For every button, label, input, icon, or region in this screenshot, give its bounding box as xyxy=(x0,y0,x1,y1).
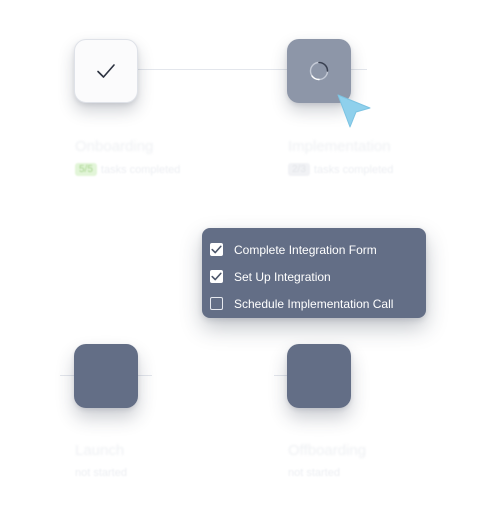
implementation-stage-meta: 2/3 tasks completed xyxy=(288,163,393,176)
onboarding-stage-meta: 5/5 tasks completed xyxy=(75,163,180,176)
connector-line xyxy=(138,375,152,376)
connector-line xyxy=(60,375,74,376)
launch-stage-title: Launch xyxy=(75,442,125,459)
launch-stage-meta: not started xyxy=(75,467,127,479)
tasks-status-text: tasks completed xyxy=(313,163,394,176)
implementation-tasks-popover: Complete Integration Form Set Up Integra… xyxy=(202,228,426,318)
offboarding-stage-tile[interactable] xyxy=(287,344,351,408)
mouse-cursor-icon xyxy=(337,94,371,128)
tasks-count-badge: 2/3 xyxy=(288,163,310,176)
checkbox-checked[interactable] xyxy=(210,243,223,256)
spinner-icon xyxy=(309,61,329,81)
checkbox-unchecked[interactable] xyxy=(210,297,223,310)
check-icon xyxy=(211,272,222,281)
onboarding-stage-title: Onboarding xyxy=(75,138,154,155)
task-label: Set Up Integration xyxy=(234,269,331,284)
implementation-stage-tile[interactable] xyxy=(287,39,351,103)
task-item[interactable]: Schedule Implementation Call xyxy=(210,290,426,317)
stage-status-text: not started xyxy=(288,467,340,479)
task-item[interactable]: Set Up Integration xyxy=(210,263,426,290)
implementation-stage-title: Implementation xyxy=(288,138,391,155)
launch-stage-tile[interactable] xyxy=(74,344,138,408)
stage-status-text: not started xyxy=(75,467,127,479)
tasks-status-text: tasks completed xyxy=(100,163,181,176)
check-icon xyxy=(211,245,222,254)
offboarding-stage-meta: not started xyxy=(288,467,340,479)
onboarding-stage-tile[interactable] xyxy=(74,39,138,103)
task-item[interactable]: Complete Integration Form xyxy=(210,236,426,263)
tasks-count-badge: 5/5 xyxy=(75,163,97,176)
check-icon xyxy=(97,64,115,78)
offboarding-stage-title: Offboarding xyxy=(288,442,367,459)
connector-line xyxy=(138,69,288,70)
checkbox-checked[interactable] xyxy=(210,270,223,283)
connector-line xyxy=(351,69,367,70)
connector-line xyxy=(274,375,288,376)
task-label: Complete Integration Form xyxy=(234,242,377,257)
task-label: Schedule Implementation Call xyxy=(234,296,394,311)
